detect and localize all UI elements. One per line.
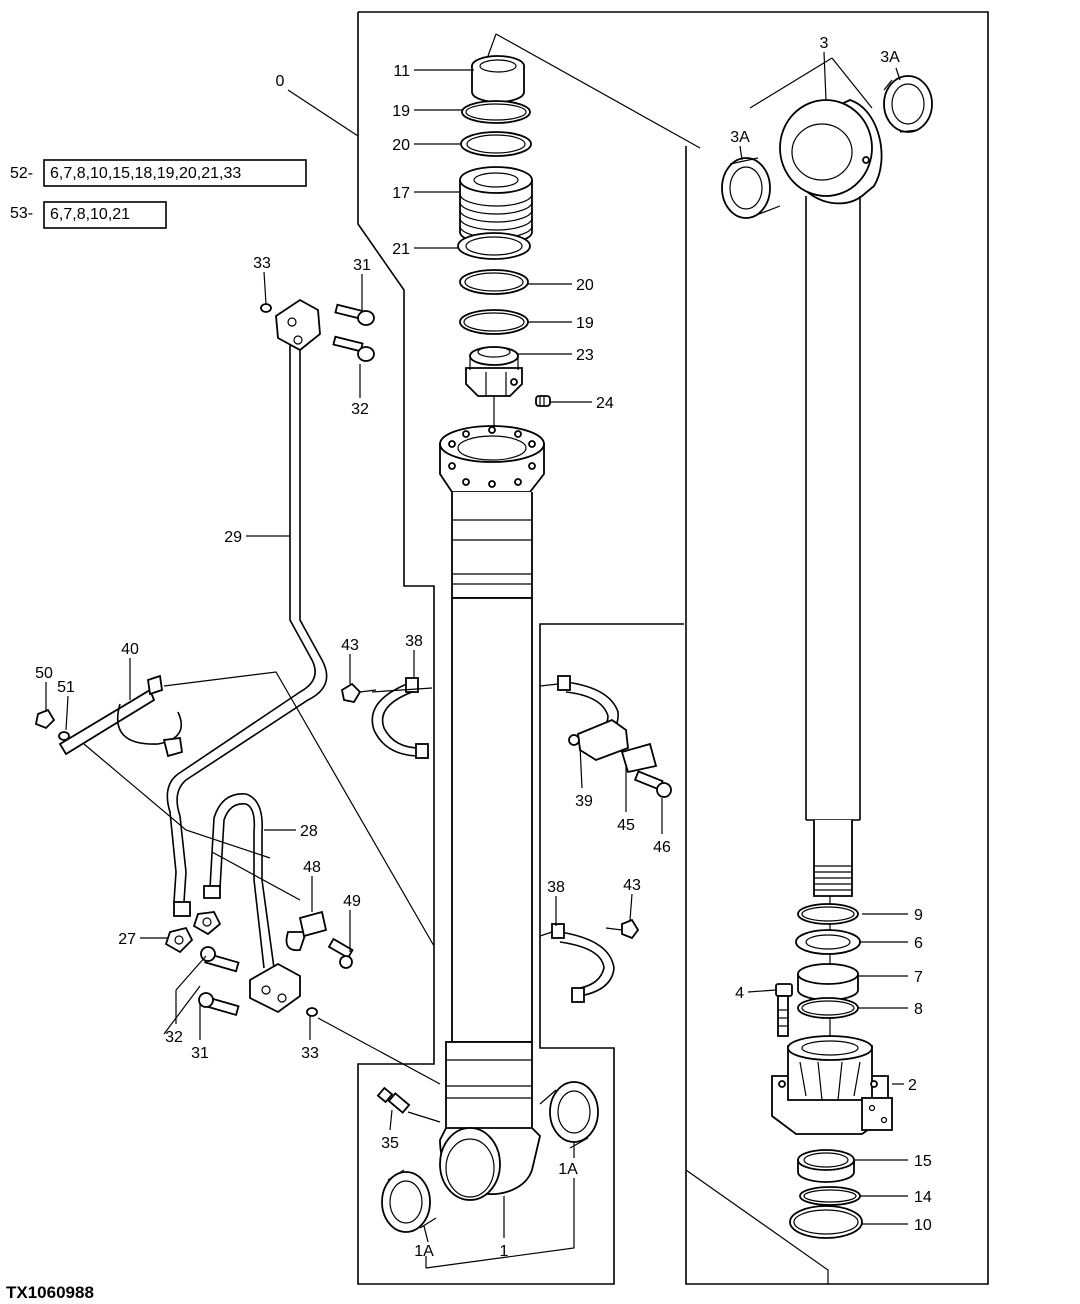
bushing-3A-left (721, 157, 781, 219)
callout-33-upper: 33 (253, 255, 271, 272)
figure-code: TX1060988 (6, 1283, 94, 1302)
piston-stack (457, 55, 551, 444)
callout-17: 17 (392, 185, 410, 202)
callout-1A-right: 1A (558, 1161, 578, 1178)
callout-3A-left: 3A (730, 129, 750, 146)
nuts-27 (164, 911, 222, 954)
callout-23: 23 (576, 347, 594, 364)
callout-31-upper: 31 (353, 257, 371, 274)
ring-19-upper (461, 100, 531, 124)
callout-38-upper: 38 (405, 633, 423, 650)
callout-28: 28 (300, 823, 318, 840)
callout-32-upper: 32 (351, 401, 369, 418)
callout-50: 50 (35, 665, 53, 682)
bolt-4 (775, 983, 793, 1037)
callout-15: 15 (914, 1153, 932, 1170)
rod-seal-stack (795, 903, 861, 1019)
callout-labels: 0 11 19 20 17 21 20 19 23 24 3 3A 3A 33 … (35, 35, 932, 1260)
callout-32-lower: 32 (165, 1029, 183, 1046)
callout-39: 39 (575, 793, 593, 810)
piston-17 (459, 166, 533, 245)
nut-23 (465, 346, 523, 397)
group-leader-lines (487, 33, 873, 1284)
callout-4: 4 (735, 985, 744, 1002)
callout-35: 35 (381, 1135, 399, 1152)
callout-29: 29 (224, 529, 242, 546)
callout-27: 27 (118, 931, 136, 948)
tube-28 (203, 793, 275, 969)
callout-51: 51 (57, 679, 75, 696)
kit-52-contents: 6,7,8,10,15,18,19,20,21,33 (50, 165, 241, 182)
cylinder-group-frame (357, 11, 989, 1285)
callout-33-lower: 33 (301, 1045, 319, 1062)
callout-0: 0 (276, 73, 285, 90)
callout-8: 8 (914, 1001, 923, 1018)
callout-leaders (45, 51, 908, 1269)
callout-46: 46 (653, 839, 671, 856)
callout-7: 7 (914, 969, 923, 986)
callout-48: 48 (303, 859, 321, 876)
bushing-11 (471, 55, 525, 103)
rod-cover-2 (771, 1035, 893, 1135)
callout-45: 45 (617, 817, 635, 834)
bushing-1A-left (381, 1169, 437, 1233)
callout-20-lower: 20 (576, 277, 594, 294)
callout-3: 3 (820, 35, 829, 52)
callout-3A-right: 3A (880, 49, 900, 66)
callout-1A-left: 1A (414, 1243, 434, 1260)
piston-rod (779, 99, 883, 1040)
callout-24: 24 (596, 395, 614, 412)
tube-29 (166, 340, 328, 917)
clamp-38-lower (551, 918, 640, 1003)
clamp-38-upper (340, 677, 429, 759)
flange-block-lower (198, 946, 318, 1017)
callout-40: 40 (121, 641, 139, 658)
callout-19-lower: 19 (576, 315, 594, 332)
callout-1: 1 (500, 1243, 509, 1260)
kit-list: 52- 6,7,8,10,15,18,19,20,21,33 53- 6,7,8… (10, 159, 307, 229)
callout-38-lower: 38 (547, 879, 565, 896)
setscrew-24 (535, 395, 551, 407)
callout-2: 2 (908, 1077, 917, 1094)
bushing-1A-right (539, 1081, 599, 1149)
callout-21: 21 (392, 241, 410, 258)
tube-fitting-top (260, 298, 375, 362)
grease-fitting-35 (376, 1086, 441, 1123)
callout-6: 6 (914, 935, 923, 952)
cylinder-barrel (439, 425, 545, 1201)
callout-10: 10 (914, 1217, 932, 1234)
callout-19-upper: 19 (392, 103, 410, 120)
callout-43-upper: 43 (341, 637, 359, 654)
callout-14: 14 (914, 1189, 932, 1206)
clamp-40 (34, 674, 184, 758)
callout-9: 9 (914, 907, 923, 924)
callout-49: 49 (343, 893, 361, 910)
callout-31-lower: 31 (191, 1045, 209, 1062)
kit-52-number: 52- (10, 165, 33, 182)
lower-rings (789, 1149, 863, 1239)
clamp-48 (285, 910, 354, 969)
bushing-3A-right (883, 75, 933, 133)
callout-11: 11 (393, 63, 410, 80)
clamp-39 (557, 675, 672, 798)
ring-20-lower (459, 269, 529, 295)
ring-20-upper (460, 131, 532, 157)
callout-43-lower: 43 (623, 877, 641, 894)
kit-53-contents: 6,7,8,10,21 (50, 206, 130, 223)
kit-53-number: 53- (10, 205, 33, 222)
callout-20-upper: 20 (392, 137, 410, 154)
